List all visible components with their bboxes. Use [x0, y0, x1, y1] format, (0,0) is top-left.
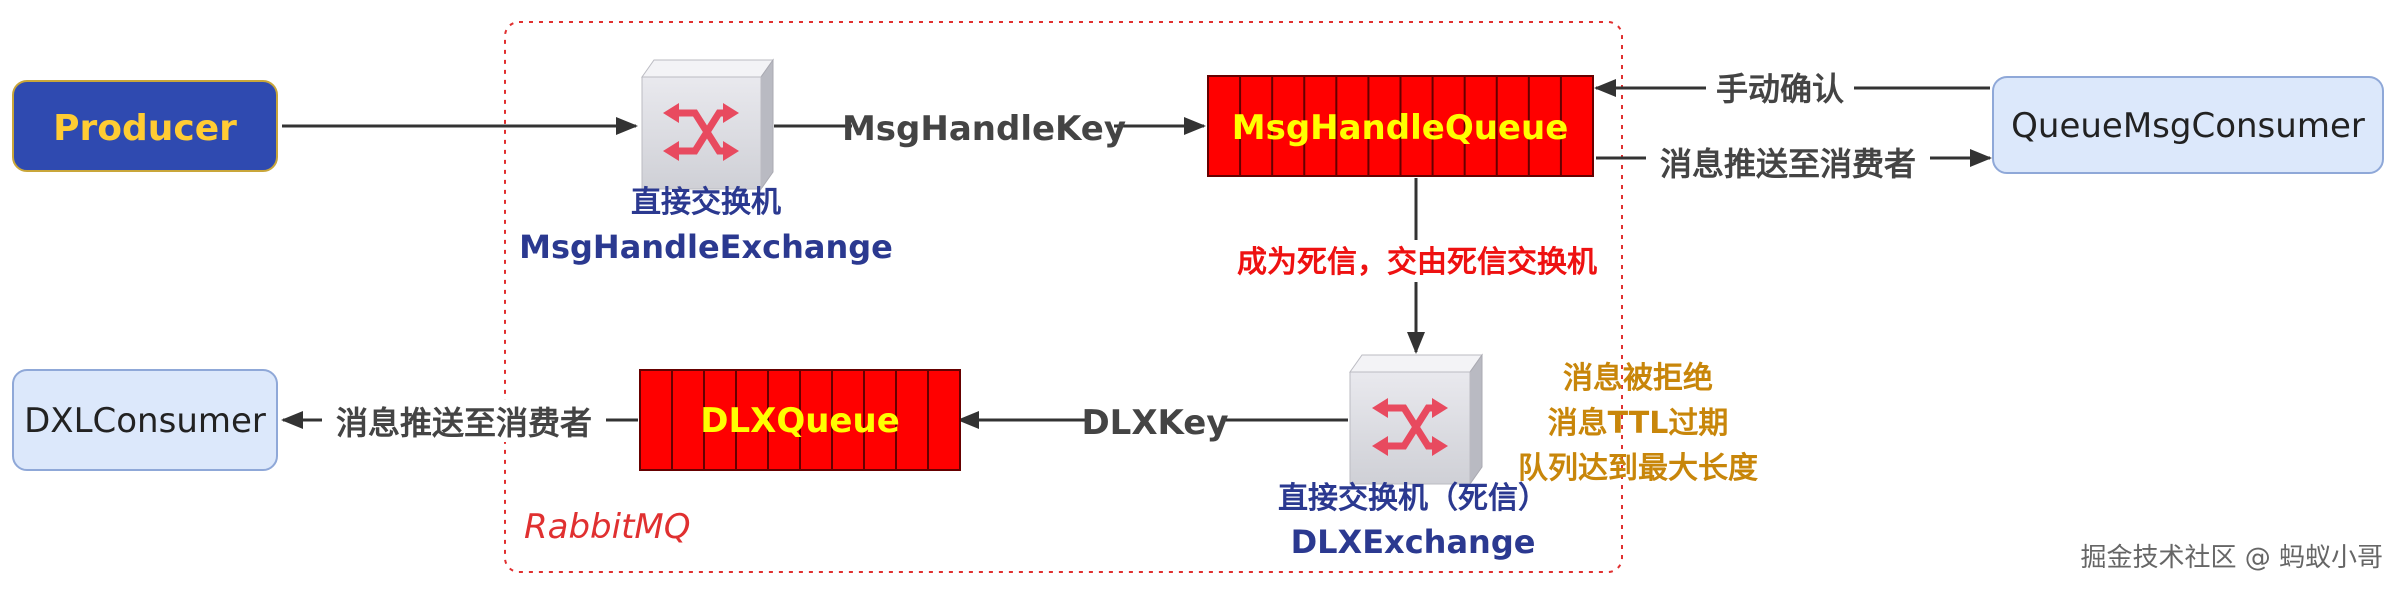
dlx-queue[interactable]: DLXQueue: [639, 369, 961, 471]
watermark: 掘金技术社区 @ 蚂蚁小哥: [2080, 543, 2383, 573]
dlx-exchange-label-cn: 直接交换机（死信）: [1278, 481, 1548, 516]
msg-handle-exchange-label-cn: 直接交换机: [631, 185, 781, 220]
edge-label-push-to-dlx-consumer: 消息推送至消费者: [336, 404, 592, 442]
queue-slots: [1239, 76, 1562, 176]
queue-msg-consumer-label: QueueMsgConsumer: [2011, 106, 2365, 146]
dlx-queue-label: DLXQueue: [700, 401, 900, 441]
edge-label-dead-letter: 成为死信，交由死信交换机: [1237, 245, 1597, 280]
dlx-exchange-label-en: DLXExchange: [1291, 523, 1536, 561]
edge-label-dlx-key: DLXKey: [1081, 403, 1228, 443]
dead-letter-reason: 消息TTL过期: [1548, 406, 1729, 441]
msg-handle-exchange[interactable]: [641, 58, 774, 191]
rabbitmq-container: [504, 21, 1623, 573]
producer-node[interactable]: Producer: [12, 80, 278, 172]
edge-label-binding-key: MsgHandleKey: [842, 109, 1126, 149]
dead-letter-reason: 队列达到最大长度: [1518, 451, 1758, 486]
edge-label-manual-ack: 手动确认: [1716, 70, 1844, 108]
msg-handle-queue-label: MsgHandleQueue: [1232, 108, 1569, 148]
dlx-exchange[interactable]: [1349, 353, 1483, 486]
dead-letter-reason: 消息被拒绝: [1563, 361, 1713, 396]
queue-slots: [671, 370, 929, 470]
dxl-consumer-node[interactable]: DXLConsumer: [12, 369, 278, 471]
dxl-consumer-label: DXLConsumer: [24, 401, 266, 441]
producer-label: Producer: [53, 108, 237, 149]
rabbitmq-label: RabbitMQ: [524, 507, 691, 547]
edge-label-push-to-consumer: 消息推送至消费者: [1660, 145, 1916, 183]
queue-msg-consumer-node[interactable]: QueueMsgConsumer: [1992, 76, 2384, 174]
msg-handle-exchange-label-en: MsgHandleExchange: [519, 228, 893, 266]
msg-handle-queue[interactable]: MsgHandleQueue: [1207, 75, 1594, 177]
